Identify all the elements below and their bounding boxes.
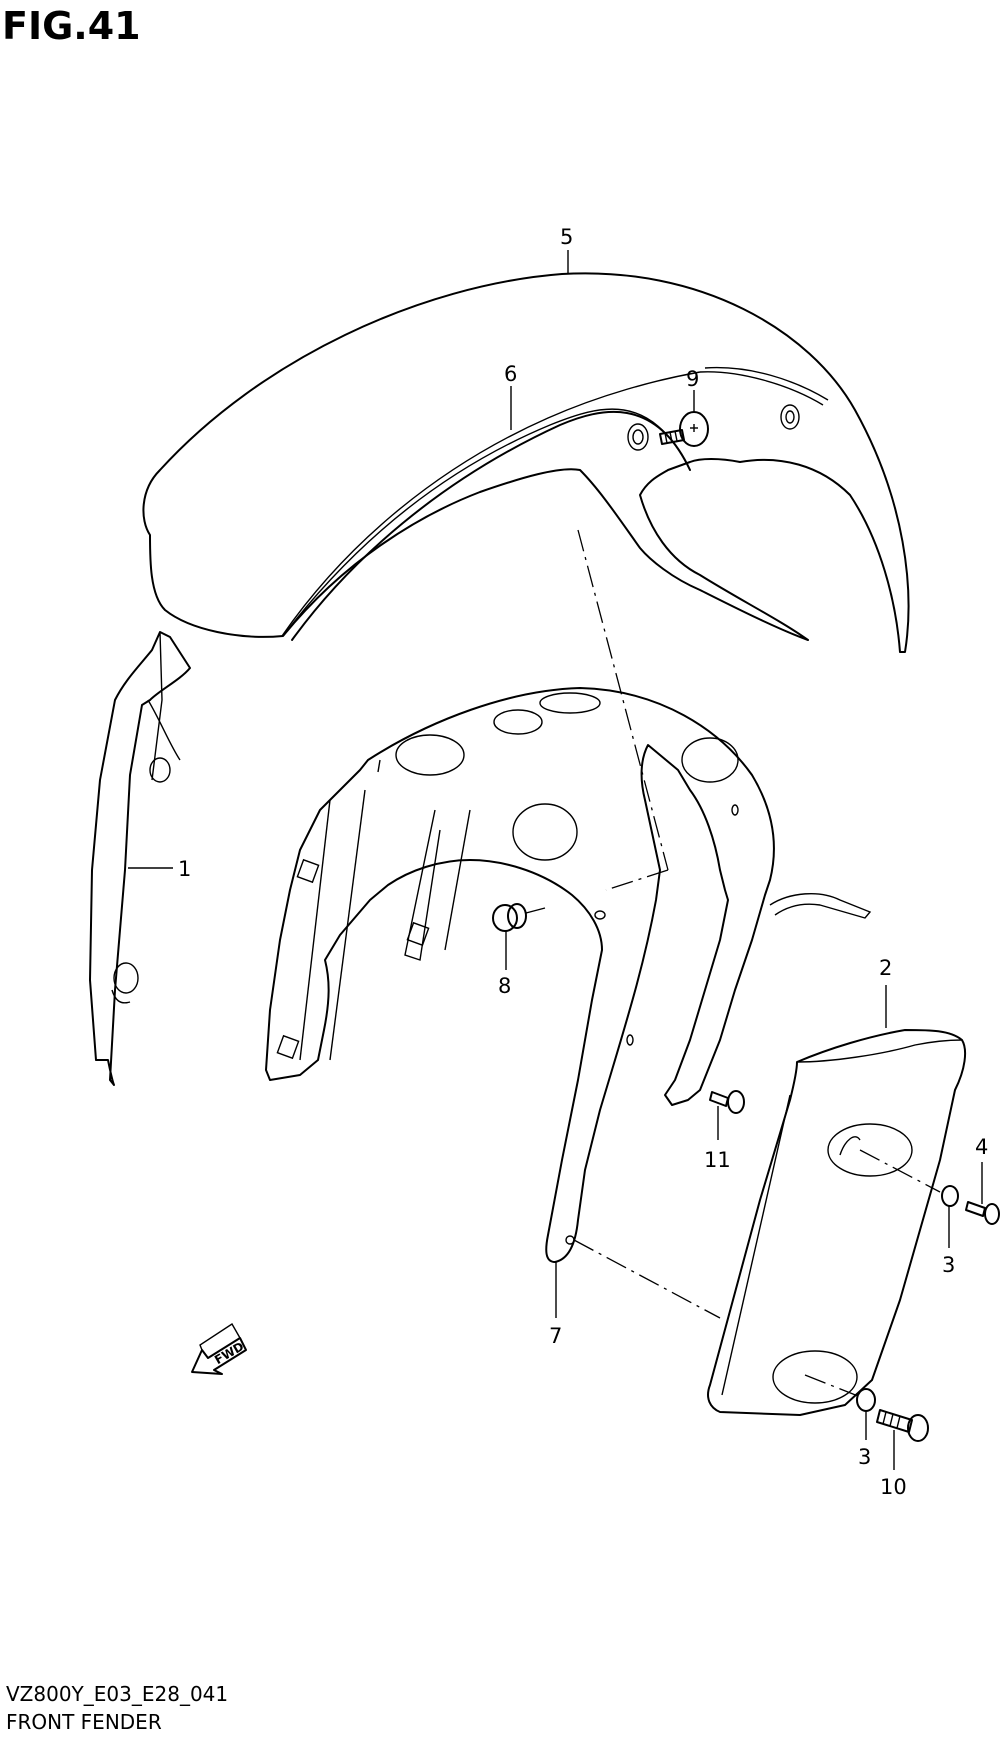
bolt-part-10 (876, 1409, 929, 1442)
assembly-line-fender-to-bracket (577, 529, 669, 871)
figure-name: FRONT FENDER (6, 1710, 162, 1734)
callout-5: 5 (560, 225, 573, 249)
assembly-line-bracket-to-cover (573, 1239, 721, 1319)
bolt-part-11 (709, 1090, 745, 1114)
grommet-part-8 (492, 903, 546, 932)
forward-direction-arrow: FWD (191, 1323, 247, 1375)
model-code: VZ800Y_E03_E28_041 (6, 1682, 229, 1706)
callout-1: 1 (178, 857, 191, 881)
assembly-line-bracket-hole (605, 869, 669, 891)
callout-11: 11 (704, 1148, 731, 1172)
callout-9: 9 (686, 367, 699, 391)
front-fender-part-5 (142, 272, 910, 653)
left-bracket-part-1 (89, 631, 191, 1086)
assembly-line-cover-upper (859, 1149, 941, 1193)
callout-8: 8 (498, 974, 511, 998)
washer-part-3-lower (856, 1388, 876, 1412)
screw-part-9 (659, 411, 709, 447)
fwd-label: FWD (212, 1339, 246, 1367)
fender-bracket-part-7 (265, 687, 872, 1263)
callout-2: 2 (879, 956, 892, 980)
washer-part-3-upper (941, 1185, 959, 1207)
assembly-line-cover-lower (804, 1374, 859, 1397)
figure-title: FIG.41 (2, 4, 141, 48)
callout-3-upper: 3 (942, 1253, 955, 1277)
callout-4: 4 (975, 1135, 988, 1159)
side-cover-part-2 (707, 1029, 967, 1416)
callout-10: 10 (880, 1475, 907, 1499)
callout-3-lower: 3 (858, 1445, 871, 1469)
callout-6: 6 (504, 362, 517, 386)
screw-part-4 (965, 1201, 1000, 1225)
callout-7: 7 (549, 1324, 562, 1348)
